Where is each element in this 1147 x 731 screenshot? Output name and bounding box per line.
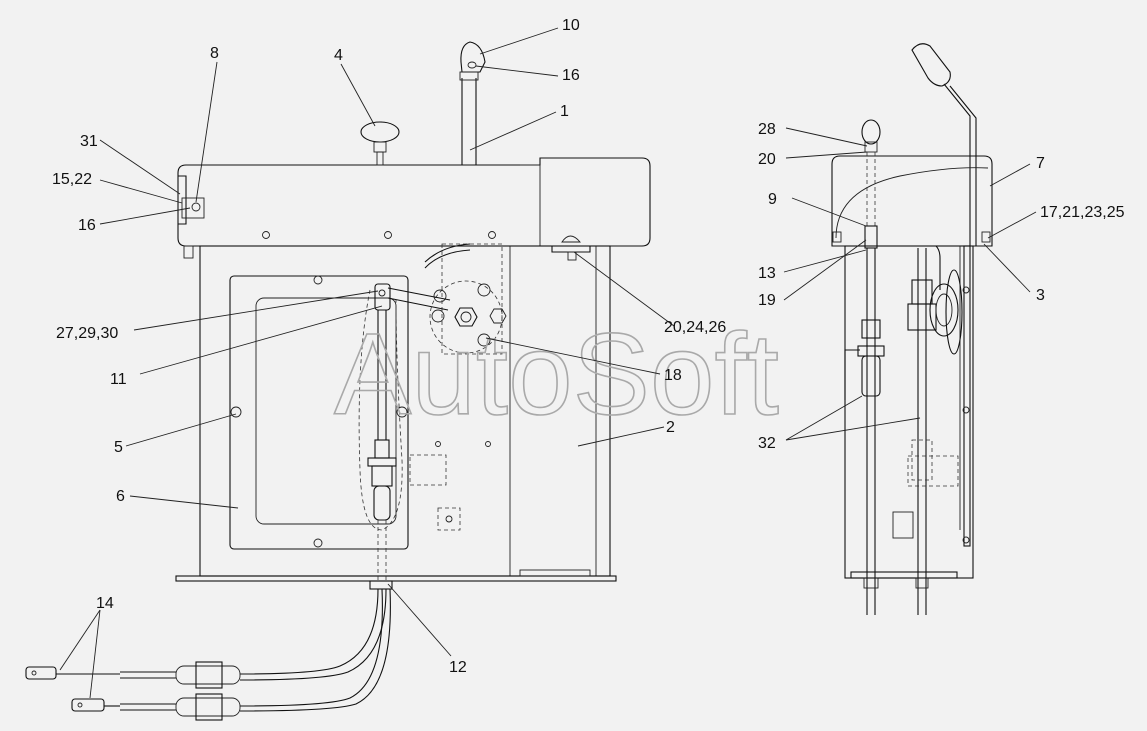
label-11: 11 xyxy=(110,371,127,388)
knob xyxy=(360,121,400,166)
front-view xyxy=(175,41,651,590)
cable-loop xyxy=(358,289,403,531)
label-7: 7 xyxy=(1036,155,1045,172)
label-4: 4 xyxy=(334,47,343,64)
label-8: 8 xyxy=(210,45,219,62)
cover-screw xyxy=(262,231,270,239)
label-6: 6 xyxy=(116,488,125,505)
leader-lines xyxy=(59,27,1037,699)
shift-lever xyxy=(459,41,486,165)
label-17-21-23-25: 17,21,23,25 xyxy=(1040,204,1125,221)
watermark: AutoSoft xyxy=(334,309,779,439)
label-31: 31 xyxy=(80,133,98,150)
door-screw xyxy=(230,406,242,418)
label-1: 1 xyxy=(560,103,569,120)
label-28: 28 xyxy=(758,121,776,138)
label-5: 5 xyxy=(114,439,123,456)
label-16-top: 16 xyxy=(562,67,580,84)
side-cover xyxy=(831,155,993,247)
bracket-plate xyxy=(181,197,205,219)
label-15-22: 15,22 xyxy=(52,171,92,188)
callout-labels: 1 2 3 4 5 6 7 8 9 10 11 12 13 14 15,22 1… xyxy=(52,17,1125,676)
top-cover xyxy=(177,157,651,247)
side-view xyxy=(831,43,993,615)
label-2: 2 xyxy=(666,419,675,436)
label-3: 3 xyxy=(1036,287,1045,304)
label-32: 32 xyxy=(758,435,776,452)
label-20: 20 xyxy=(758,151,776,168)
label-12: 12 xyxy=(449,659,467,676)
cover-screw xyxy=(384,231,392,239)
label-27-29-30: 27,29,30 xyxy=(56,325,118,342)
label-13: 13 xyxy=(758,265,776,282)
label-10: 10 xyxy=(562,17,580,34)
door-screw xyxy=(313,538,323,548)
label-16-side: 16 xyxy=(78,217,96,234)
control-cables xyxy=(25,588,391,721)
base-plate xyxy=(175,575,617,582)
label-19: 19 xyxy=(758,292,776,309)
label-18: 18 xyxy=(664,367,682,384)
cover-screw xyxy=(488,231,496,239)
label-14: 14 xyxy=(96,595,114,612)
label-9: 9 xyxy=(768,191,777,208)
door-screw xyxy=(396,406,408,418)
door-screw xyxy=(313,275,323,285)
label-20-24-26: 20,24,26 xyxy=(664,319,726,336)
side-bracket xyxy=(178,175,187,225)
side-housing xyxy=(844,245,974,579)
